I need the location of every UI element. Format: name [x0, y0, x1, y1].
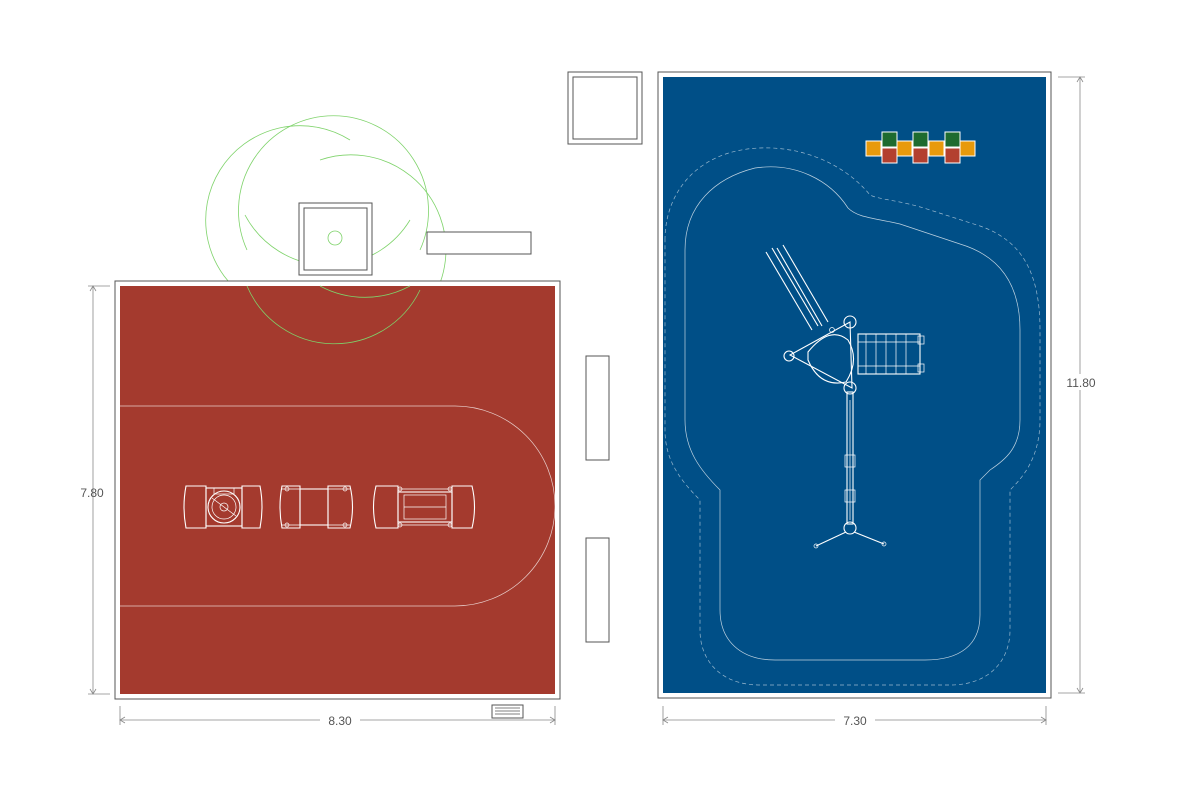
hopscotch-tile-orange — [865, 140, 882, 157]
climbing-frame — [765, 244, 925, 549]
bench-top — [426, 231, 532, 255]
hopscotch-tile-green — [912, 131, 929, 148]
hopscotch-tile-green — [944, 131, 961, 148]
bench-side-lower — [585, 537, 610, 643]
dimension-lines: 7.80 8.30 7.30 11.80 — [80, 76, 1102, 728]
hopscotch-tile-red — [912, 147, 929, 164]
planter-with-tree — [298, 202, 373, 276]
left-width-dimension: 8.30 — [328, 714, 352, 728]
hopscotch-tiles — [865, 131, 976, 164]
train-play-equipment — [183, 485, 476, 529]
hopscotch-tile-red — [944, 147, 961, 164]
left-height-dimension: 7.80 — [80, 486, 104, 500]
hopscotch-tile-orange — [896, 140, 913, 157]
hopscotch-tile-red — [881, 147, 898, 164]
left-play-area — [114, 280, 561, 700]
top-planter — [567, 71, 643, 145]
hopscotch-tile-green — [881, 131, 898, 148]
right-height-dimension: 11.80 — [1066, 376, 1095, 390]
hopscotch-tile-orange — [928, 140, 945, 157]
left-rubber-surface — [120, 286, 555, 694]
right-rubber-surface — [663, 77, 1046, 693]
hopscotch-tile-orange — [959, 140, 976, 157]
right-play-area — [657, 71, 1052, 699]
right-width-dimension: 7.30 — [843, 714, 867, 728]
drain-grate-icon — [491, 704, 524, 719]
bench-side-upper — [585, 355, 610, 461]
